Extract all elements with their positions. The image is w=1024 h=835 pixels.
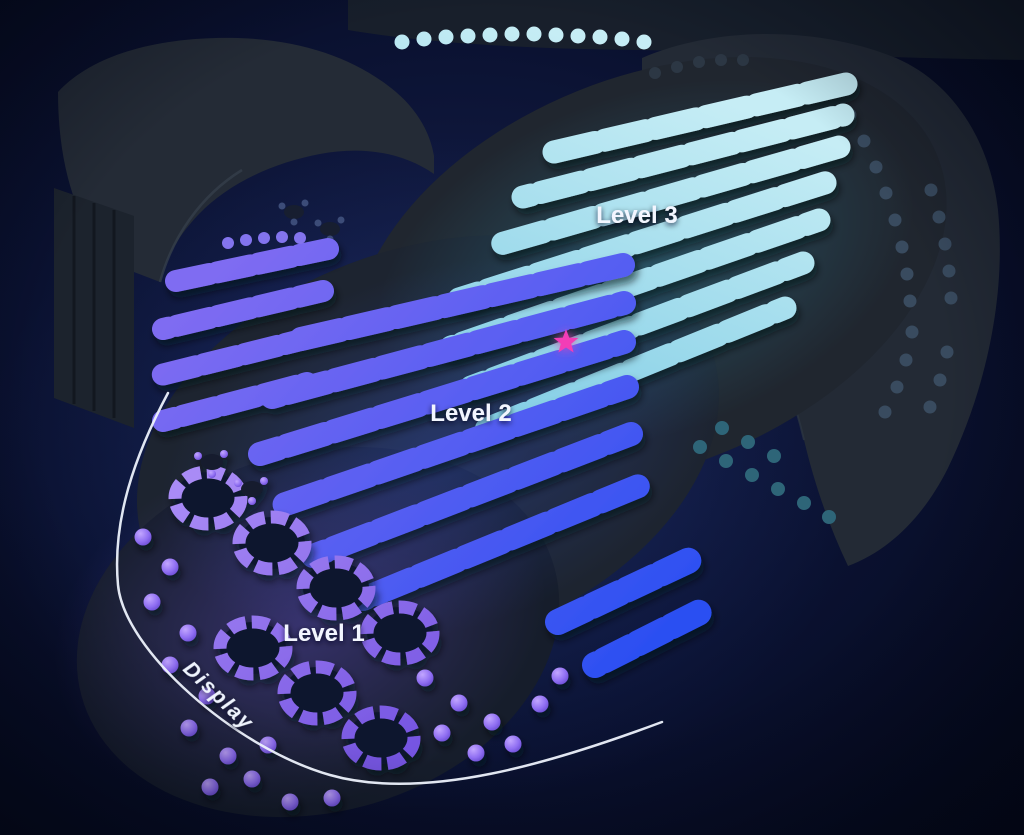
level-2-label: Level 2	[430, 400, 511, 427]
level-1-label: Level 1	[283, 620, 364, 647]
level-3-label: Level 3	[596, 202, 677, 229]
seat-marker-star-icon[interactable]	[553, 329, 579, 353]
display-stage-arc	[115, 391, 664, 786]
